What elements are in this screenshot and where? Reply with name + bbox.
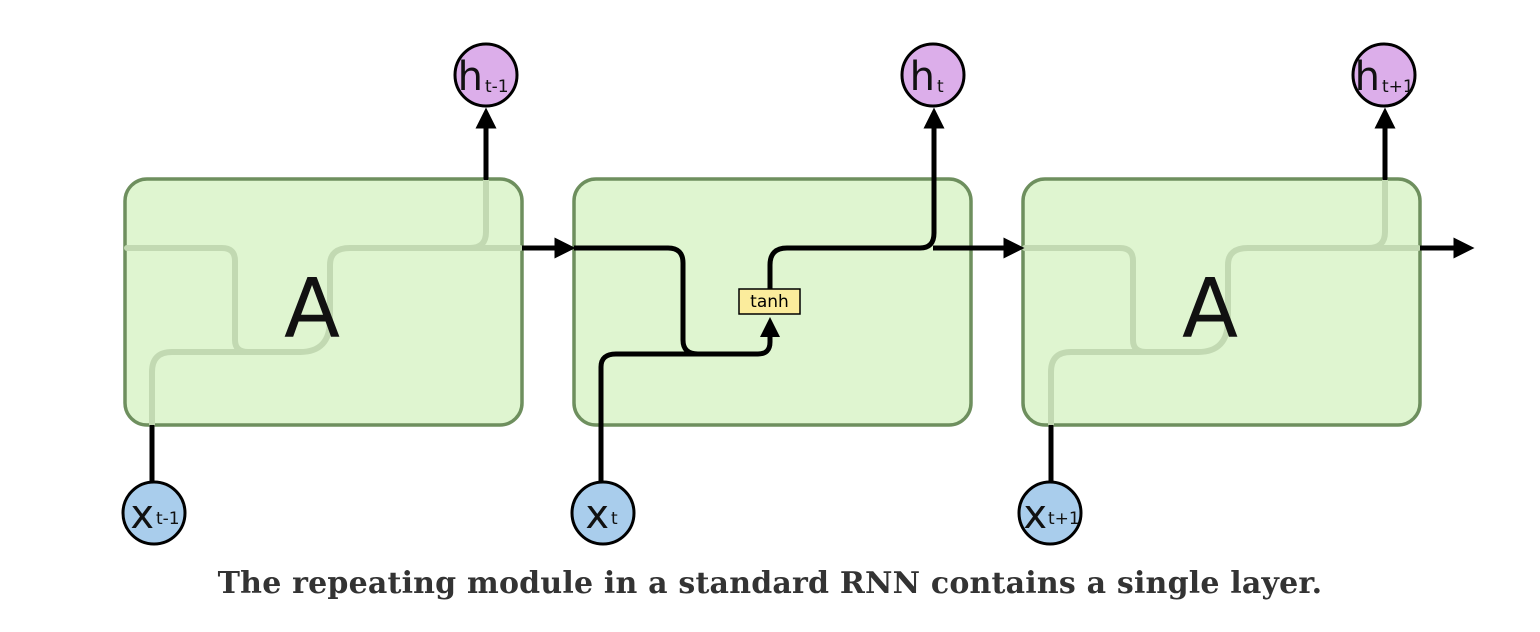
svg-text:t: t: [611, 509, 618, 529]
output-node-h-t-minus-1: h t-1: [453, 42, 519, 108]
svg-text:h: h: [458, 54, 483, 100]
faint-internal-paths-right: [1022, 177, 1421, 428]
tanh-input-arrowhead: [760, 317, 780, 337]
svg-text:t-1: t-1: [485, 77, 509, 97]
faint-internal-paths-left: [124, 177, 523, 428]
input-node-x-t: x t: [570, 480, 636, 546]
output-node-h-t-plus-1: h t+1: [1351, 42, 1417, 108]
module-box-left: [123, 177, 524, 427]
output-node-h-t: h t: [900, 42, 966, 108]
svg-text:x: x: [585, 492, 609, 538]
svg-text:t+1: t+1: [1382, 77, 1414, 97]
center-internal-wiring: [574, 107, 945, 482]
figure-caption: The repeating module in a standard RNN c…: [217, 566, 1323, 601]
svg-text:h: h: [1355, 54, 1380, 100]
module-label-left: A: [284, 262, 340, 357]
svg-text:h: h: [910, 54, 935, 100]
svg-text:t: t: [937, 77, 944, 97]
svg-text:t-1: t-1: [156, 509, 180, 529]
tanh-layer-label: tanh: [750, 292, 789, 312]
tanh-layer-box: [738, 288, 801, 315]
module-label-right: A: [1182, 262, 1238, 357]
svg-text:x: x: [130, 492, 154, 538]
svg-text:t+1: t+1: [1048, 509, 1080, 529]
input-node-x-t-minus-1: x t-1: [121, 480, 187, 546]
module-box-right: [1021, 177, 1422, 427]
svg-text:x: x: [1023, 492, 1047, 538]
input-node-x-t-plus-1: x t+1: [1017, 480, 1083, 546]
